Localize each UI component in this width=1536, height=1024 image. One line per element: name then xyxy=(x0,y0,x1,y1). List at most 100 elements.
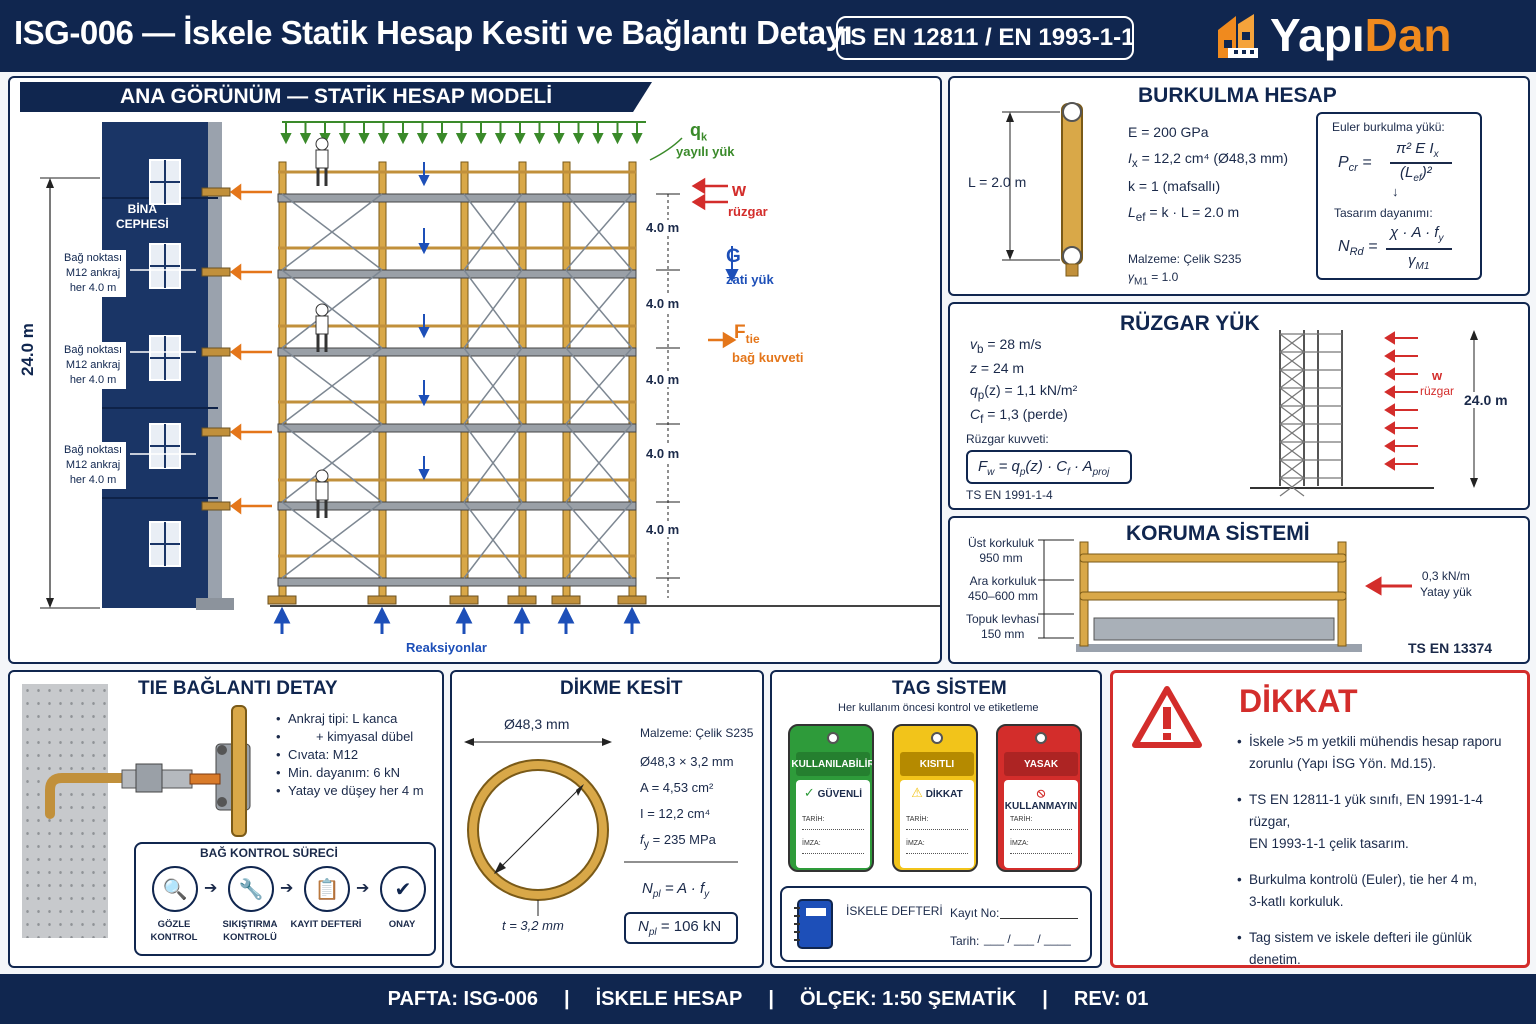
k-factor: k = 1 (mafsallı) xyxy=(1128,178,1221,194)
process-arrow-icon: ➔ xyxy=(204,880,218,897)
process-step-label: KAYIT DEFTERİ xyxy=(290,919,362,930)
main-view-panel: ANA GÖRÜNÜM — STATİK HESAP MODELİ xyxy=(8,76,942,664)
tie-spec-list: Ankraj tipi: L kanca + kimyasal dübel Cı… xyxy=(276,710,424,800)
wind-frame-brace xyxy=(1279,423,1305,443)
process-title: BAĞ KONTROL SÜRECİ xyxy=(200,846,338,860)
wrench-icon: 🔧 xyxy=(228,866,274,912)
euler-formula-box xyxy=(1316,112,1482,280)
checklist-icon: 📋 xyxy=(304,866,350,912)
wind-arrow-head xyxy=(1384,403,1395,417)
nrd-denominator: γM1 xyxy=(1408,252,1430,272)
tie-spec-item: Cıvata: M12 xyxy=(276,746,424,764)
tag-system-subtitle: Her kullanım öncesi kontrol ve etiketlem… xyxy=(838,702,1039,714)
deck-platform xyxy=(277,423,637,433)
npl-result-box xyxy=(624,912,738,944)
wind-frame-brace xyxy=(1279,369,1305,389)
diagonal-brace xyxy=(281,423,383,503)
record-no-label: Kayıt No: xyxy=(950,906,1000,920)
tag-card[interactable]: KULLANILABİLİR ✓ GÜVENLİ TARİH: İMZA: xyxy=(788,724,874,872)
diagonal-brace xyxy=(565,269,633,349)
tie-spec-item: + kimyasal dübel xyxy=(276,728,424,746)
tag-date-field[interactable]: TARİH: xyxy=(906,816,968,830)
reaction-arrow-head xyxy=(373,606,391,624)
wind-frame-brace xyxy=(1279,459,1305,479)
tag-date-field[interactable]: TARİH: xyxy=(802,816,864,830)
scaffold-standard xyxy=(518,161,527,599)
wind-arrow-head xyxy=(1384,385,1395,399)
tag-card[interactable]: KISITLI ⚠ DİKKAT TARİH: İMZA: xyxy=(892,724,978,872)
load-arrow-head xyxy=(631,133,643,145)
section-inertia: I = 12,2 cm⁴ xyxy=(640,806,711,821)
reaction-arrow-head xyxy=(557,606,575,624)
column-buckling-diagram xyxy=(1002,102,1083,277)
qk-label: qk xyxy=(690,120,708,144)
tag-sign-field[interactable]: İMZA: xyxy=(802,840,864,854)
column-length: L = 2.0 m xyxy=(968,174,1027,190)
npl-result: Npl = 106 kN xyxy=(638,918,722,938)
wind-force-title: Rüzgar kuvveti: xyxy=(966,432,1049,446)
reaction-arrow-head xyxy=(623,606,641,624)
scaffold-standard xyxy=(460,161,469,599)
wind-arrow-head xyxy=(1384,367,1395,381)
warning-item: Tag sistem ve iskele defteri ile günlük … xyxy=(1237,927,1527,965)
diagonal-brace xyxy=(565,193,633,271)
warning-list: İskele >5 m yetkili mühendis hesap rapor… xyxy=(1237,731,1527,965)
wind-arrow-head xyxy=(1384,349,1395,363)
diagonal-brace xyxy=(281,193,383,271)
record-no-field[interactable] xyxy=(1000,918,1078,919)
base-plate xyxy=(507,595,537,605)
tag-sign-field[interactable]: İMZA: xyxy=(906,840,968,854)
load-arrow-head xyxy=(416,133,429,145)
level-dim-3: 4.0 m xyxy=(646,372,680,387)
npl-formula: Npl = A · fy xyxy=(642,880,710,900)
protection-standard: TS EN 13374 xyxy=(1408,640,1493,656)
load-arrow-head xyxy=(436,133,448,145)
wind-frame-brace xyxy=(1279,477,1305,497)
section-title: DİKME KESİT xyxy=(560,678,683,699)
header-bar xyxy=(0,0,1536,72)
section-area: A = 4,53 cm² xyxy=(640,780,714,795)
tag-status: ⦸ KULLANMAYIN xyxy=(1004,786,1078,812)
date-label: Tarih: xyxy=(950,934,980,948)
load-arrow-head xyxy=(494,133,507,145)
load-arrow-head xyxy=(514,133,526,145)
tag-card[interactable]: YASAK ⦸ KULLANMAYIN TARİH: İMZA: xyxy=(996,724,1082,872)
footer-scale: ÖLÇEK: 1:50 ŞEMATİK xyxy=(799,987,1017,1010)
z-line: z = 24 m xyxy=(970,360,1025,376)
wind-frame-brace xyxy=(1279,351,1305,371)
shield-check-icon: ✔ xyxy=(380,866,426,912)
section-dims: Ø48,3 × 3,2 mm xyxy=(640,754,734,769)
tag-hole xyxy=(827,732,839,744)
pcr-fraction-bar xyxy=(1390,162,1452,164)
tie-detail-panel: TIE BAĞLANTI DETAY Ankraj tipi: L kanca … xyxy=(8,670,444,968)
tag-date-field[interactable]: TARİH: xyxy=(1010,816,1072,830)
deck-platform xyxy=(277,269,637,279)
worker-icon xyxy=(315,303,329,317)
diagonal-brace xyxy=(565,423,633,503)
tag-header: KISITLI xyxy=(900,752,974,776)
tag-body: ⦸ KULLANMAYIN TARİH: İMZA: xyxy=(1004,780,1078,868)
process-step-label: GÖZLE KONTROL xyxy=(150,919,198,943)
magnifier-icon: 🔍 xyxy=(152,866,198,912)
tag-sign-field[interactable]: İMZA: xyxy=(1010,840,1072,854)
load-arrow-head xyxy=(377,133,390,145)
section-fy: fy = 235 MPa xyxy=(640,832,716,851)
buckling-panel: BURKULMA HESAP L = 2.0 m E = 200 GPa Ix … xyxy=(948,76,1530,296)
tag-body: ⚠ DİKKAT TARİH: İMZA: xyxy=(900,780,974,868)
process-arrow-icon: ➔ xyxy=(356,880,370,897)
diagonal-brace xyxy=(281,269,383,349)
tie-spec-item: Min. dayanım: 6 kN xyxy=(276,764,424,782)
date-field[interactable]: ___ / ___ / ____ xyxy=(984,932,1071,946)
down-arrow-icon: ↓ xyxy=(1392,184,1399,199)
footer-separator: | xyxy=(768,987,774,1010)
page-title: ISG-006 — İskele Statik Hesap Kesiti ve … xyxy=(14,14,853,51)
wind-formula: Fw = qp(z) · Cf · Aproj xyxy=(978,458,1110,478)
load-arrow-head xyxy=(553,133,565,145)
prohibited-icon: ⦸ xyxy=(1036,786,1046,801)
wind-arrow-head xyxy=(1384,457,1395,471)
brand-name: YapıDan xyxy=(1270,9,1452,61)
